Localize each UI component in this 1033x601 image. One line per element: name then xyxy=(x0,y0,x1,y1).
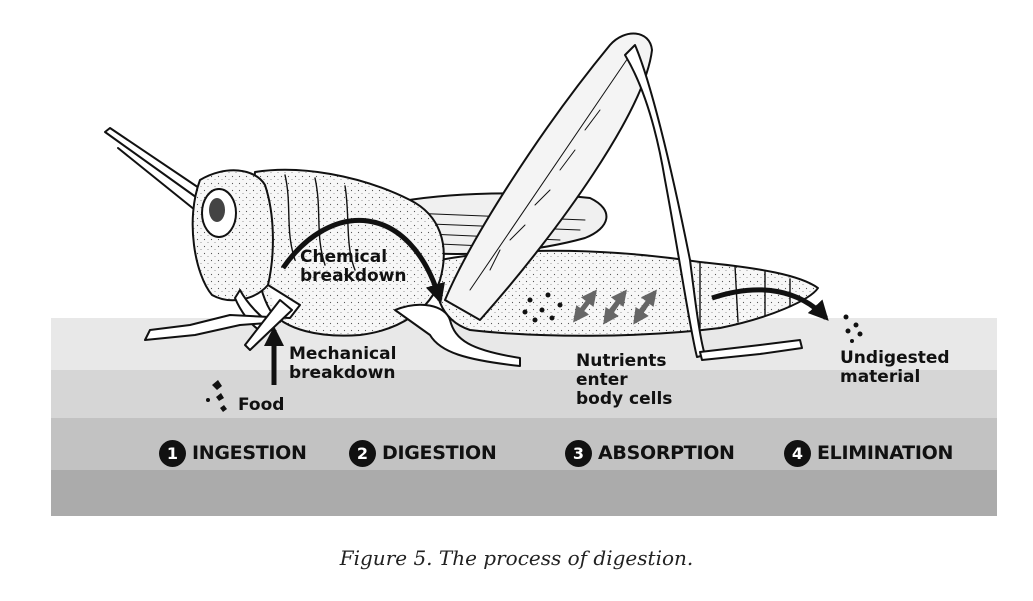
antenna xyxy=(104,127,206,201)
step-name: INGESTION xyxy=(192,442,307,464)
chemical-breakdown-arrow xyxy=(280,218,445,304)
front-leg-2 xyxy=(244,299,293,351)
wing-veins xyxy=(379,211,586,249)
step-digestion: 2 DIGESTION xyxy=(349,438,497,468)
pronotum-ridges xyxy=(284,174,356,271)
step-number-badge: 3 xyxy=(565,439,592,467)
abdomen xyxy=(435,249,819,337)
eye-pupil xyxy=(209,198,225,222)
nutrient-particles xyxy=(522,292,563,323)
elimination-arrow xyxy=(711,287,829,321)
food-label: Food xyxy=(238,395,285,415)
hind-tibia xyxy=(624,44,706,358)
absorption-arrows xyxy=(573,289,657,325)
antenna-2 xyxy=(117,147,196,211)
middle-leg xyxy=(394,303,521,367)
hind-tarsus xyxy=(699,339,803,361)
band-2 xyxy=(51,370,997,418)
front-leg xyxy=(144,284,301,341)
figure-caption: Figure 5. The process of digestion. xyxy=(339,546,694,570)
band-4 xyxy=(51,470,997,516)
food-particles xyxy=(206,380,227,412)
absorption-arrow xyxy=(573,298,592,323)
hind-femur xyxy=(444,32,653,321)
head xyxy=(191,169,274,302)
step-name: ABSORPTION xyxy=(598,442,735,464)
step-absorption: 3 ABSORPTION xyxy=(565,438,735,468)
absorption-arrow xyxy=(603,298,622,325)
undigested-particles xyxy=(843,314,863,343)
step-number-badge: 1 xyxy=(159,439,186,467)
step-name: ELIMINATION xyxy=(817,442,954,464)
hind-femur-pattern xyxy=(469,54,631,291)
step-number-badge: 4 xyxy=(784,439,811,467)
step-ingestion: 1 INGESTION xyxy=(159,438,307,468)
step-elimination: 4 ELIMINATION xyxy=(784,438,953,468)
band-3 xyxy=(51,418,997,470)
step-name: DIGESTION xyxy=(382,442,497,464)
grasshopper-illustration xyxy=(104,32,819,367)
step-number-badge: 2 xyxy=(349,439,376,467)
absorption-arrow xyxy=(633,298,652,325)
